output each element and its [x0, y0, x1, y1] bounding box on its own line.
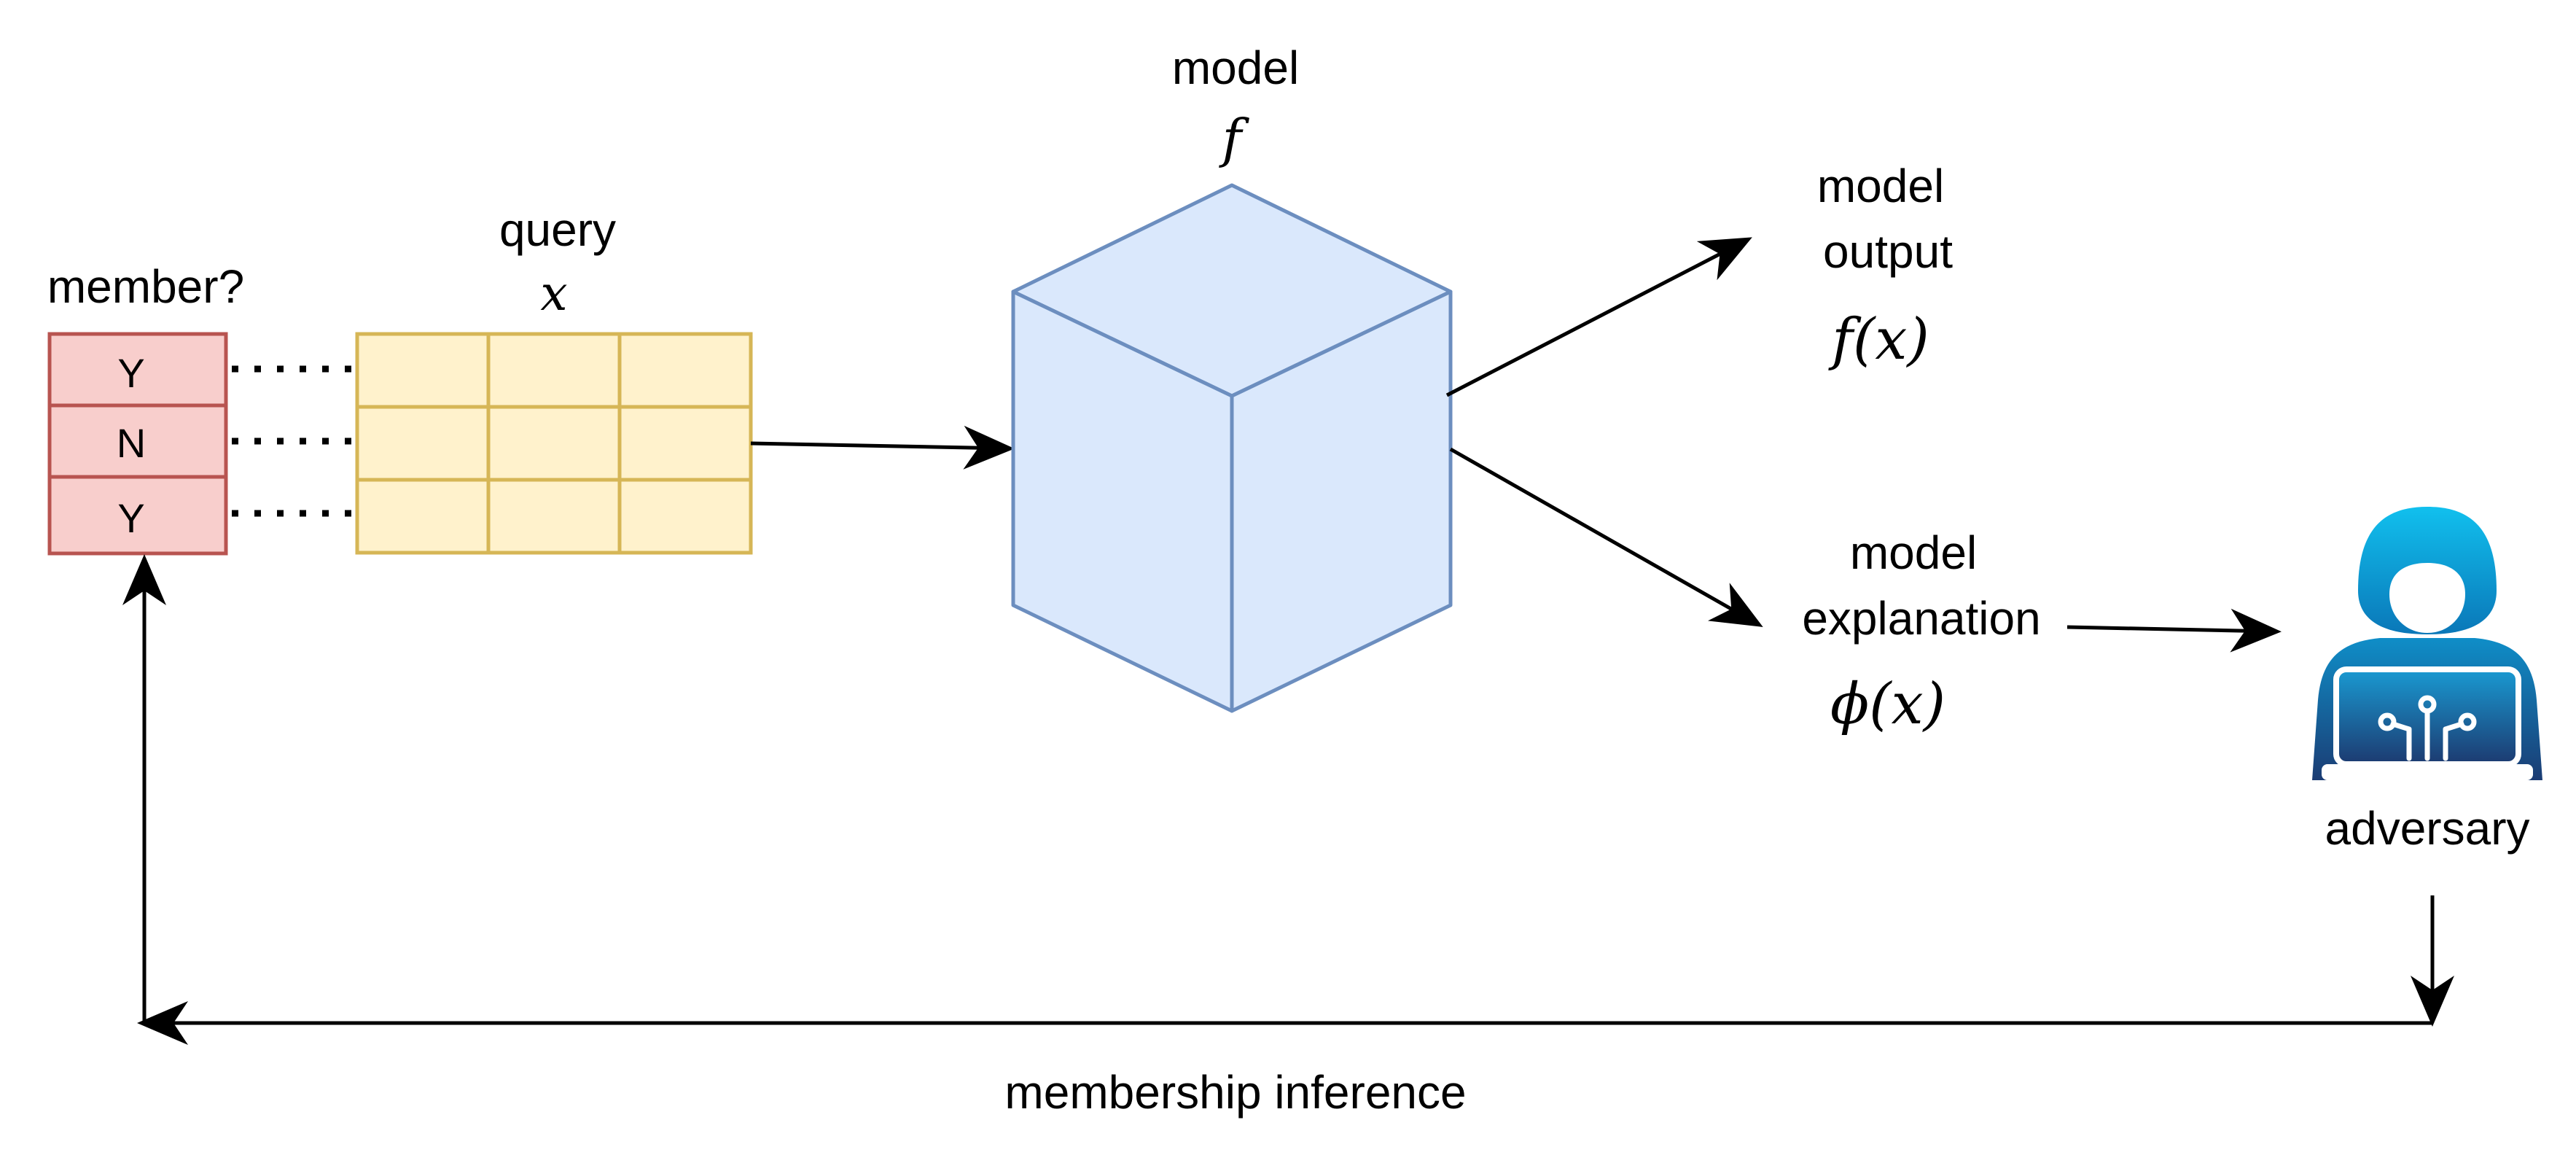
face-shape: [2389, 563, 2465, 633]
arrow-model-to-explanation: [1449, 447, 1763, 627]
query-symbol: x: [540, 265, 567, 322]
query-grid: [355, 332, 753, 555]
laptop-base: [2322, 764, 2533, 780]
model-symbol: f: [1219, 108, 1250, 169]
arrow-model-to-output: [1445, 237, 1752, 397]
member-table: Y N Y: [47, 332, 228, 556]
model-label: model: [1172, 42, 1299, 94]
explanation-label-line2: explanation: [1802, 592, 2040, 645]
member-value: Y: [117, 495, 144, 541]
output-label-line2: output: [1823, 225, 1953, 278]
member-value: N: [117, 420, 146, 466]
adversary-label: adversary: [2325, 802, 2530, 855]
query-label: query: [499, 203, 616, 256]
query-grid-background: [357, 334, 751, 553]
member-value: Y: [117, 350, 144, 396]
explanation-label-line1: model: [1850, 526, 1977, 579]
row-dotted-connectors: [232, 365, 354, 517]
cube-right-face: [1230, 289, 1453, 713]
circuit-icon: [2378, 695, 2477, 761]
arrow-query-to-model: [750, 425, 1015, 470]
hacker-laptop-icon: [2312, 507, 2542, 780]
member-cell: [47, 332, 228, 408]
member-table-title: member?: [47, 260, 244, 313]
member-cell: [47, 475, 228, 556]
output-formula: f(x): [1828, 307, 1929, 373]
output-label-line1: model: [1817, 160, 1944, 212]
explanation-formula: ϕ(x): [1830, 672, 1945, 737]
arrow-explanation-to-adversary: [2066, 608, 2282, 653]
model-cube: [1011, 183, 1453, 713]
feedback-label: membership inference: [1004, 1066, 1466, 1119]
